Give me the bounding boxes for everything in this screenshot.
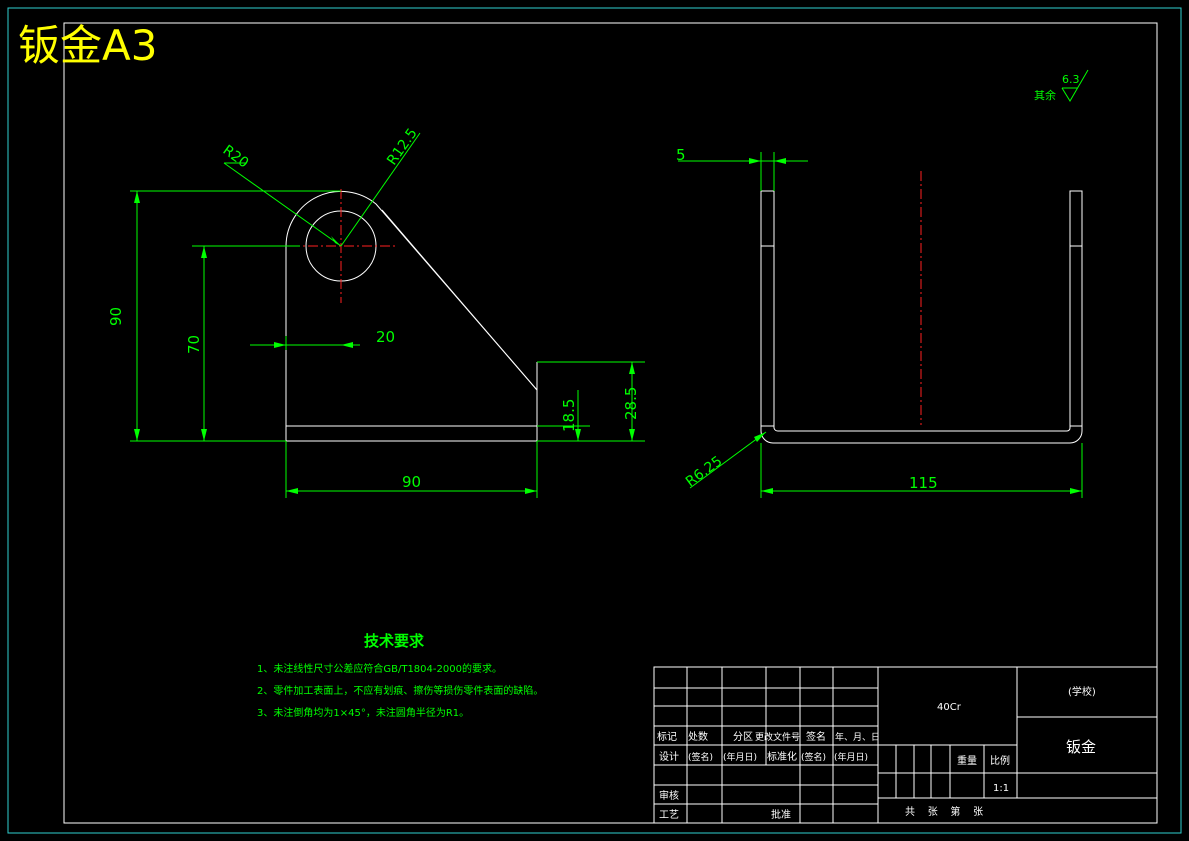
tb-mark-5: 年、月、日 <box>835 731 880 743</box>
tb-approve: 批准 <box>771 808 791 821</box>
tb-mark-0: 标记 <box>657 731 677 743</box>
tech-req-title: 技术要求 <box>364 632 425 650</box>
tb-sheets: 共 张 第 张 <box>905 805 983 818</box>
tech-requirements: 技术要求 1、未注线性尺寸公差应符合GB/T1804-2000的要求。 2、零件… <box>257 632 543 719</box>
roughness-value: 6.3 <box>1062 73 1080 86</box>
tb-design-5: (年月日) <box>834 751 868 763</box>
title-block-text: 标记 处数 分区 更改文件号 签名 年、月、日 设计 (签名) (年月日) 标准… <box>657 685 1096 821</box>
dim-r20: R20 <box>220 142 252 171</box>
tb-material: 40Cr <box>937 702 962 713</box>
tb-mark-2: 分区 <box>733 731 753 743</box>
dim-20: 20 <box>376 328 395 346</box>
tb-design-0: 设计 <box>659 750 679 763</box>
front-view: 90 70 20 18.5 28.5 90 R20 R12.5 <box>107 126 645 498</box>
tb-part-name: 钣金 <box>1066 738 1096 756</box>
tb-design-1: (签名) <box>688 751 713 763</box>
tb-process: 工艺 <box>659 809 679 821</box>
tb-scale-label: 比例 <box>990 754 1010 767</box>
dim-r12-5: R12.5 <box>384 126 421 169</box>
side-view: 5 R6.25 115 <box>676 146 1083 498</box>
tb-design-2: (年月日) <box>723 751 757 763</box>
dim-28-5: 28.5 <box>622 387 640 420</box>
inner-border <box>63 22 1158 824</box>
tb-scale-value: 1:1 <box>993 783 1009 794</box>
tb-review: 审核 <box>659 789 679 802</box>
title-block <box>653 666 1158 824</box>
tb-weight-label: 重量 <box>957 754 977 767</box>
dim-90-horizontal: 90 <box>402 473 421 491</box>
tech-req-item-1: 1、未注线性尺寸公差应符合GB/T1804-2000的要求。 <box>257 662 502 675</box>
dim-18-5: 18.5 <box>560 399 578 432</box>
tech-req-item-2: 2、零件加工表面上，不应有划痕、擦伤等损伤零件表面的缺陷。 <box>257 684 543 697</box>
side-outline <box>760 190 1083 444</box>
tech-req-item-3: 3、未注倒角均为1×45°，未注圆角半径为R1。 <box>257 706 469 719</box>
front-chamfer-line <box>381 209 538 391</box>
tb-design-4: (签名) <box>801 751 826 763</box>
tb-mark-1: 处数 <box>688 730 708 743</box>
dim-5: 5 <box>676 146 686 164</box>
tb-design-3: 标准化 <box>767 750 797 763</box>
tb-mark-3: 更改文件号 <box>755 731 800 743</box>
dim-70: 70 <box>185 335 203 354</box>
roughness-prefix: 其余 <box>1034 88 1056 102</box>
dim-115: 115 <box>909 474 938 492</box>
roughness-check-icon <box>1061 69 1089 102</box>
roughness-symbol: 其余 6.3 <box>1034 69 1089 102</box>
dim-r6-25: R6.25 <box>683 453 725 490</box>
front-outline <box>285 190 538 442</box>
dim-90-vertical: 90 <box>107 307 125 326</box>
tb-school: (学校) <box>1068 685 1096 698</box>
tb-mark-4: 签名 <box>806 730 826 743</box>
outer-border <box>7 7 1182 834</box>
sheet-label: 钣金A3 <box>18 21 157 70</box>
